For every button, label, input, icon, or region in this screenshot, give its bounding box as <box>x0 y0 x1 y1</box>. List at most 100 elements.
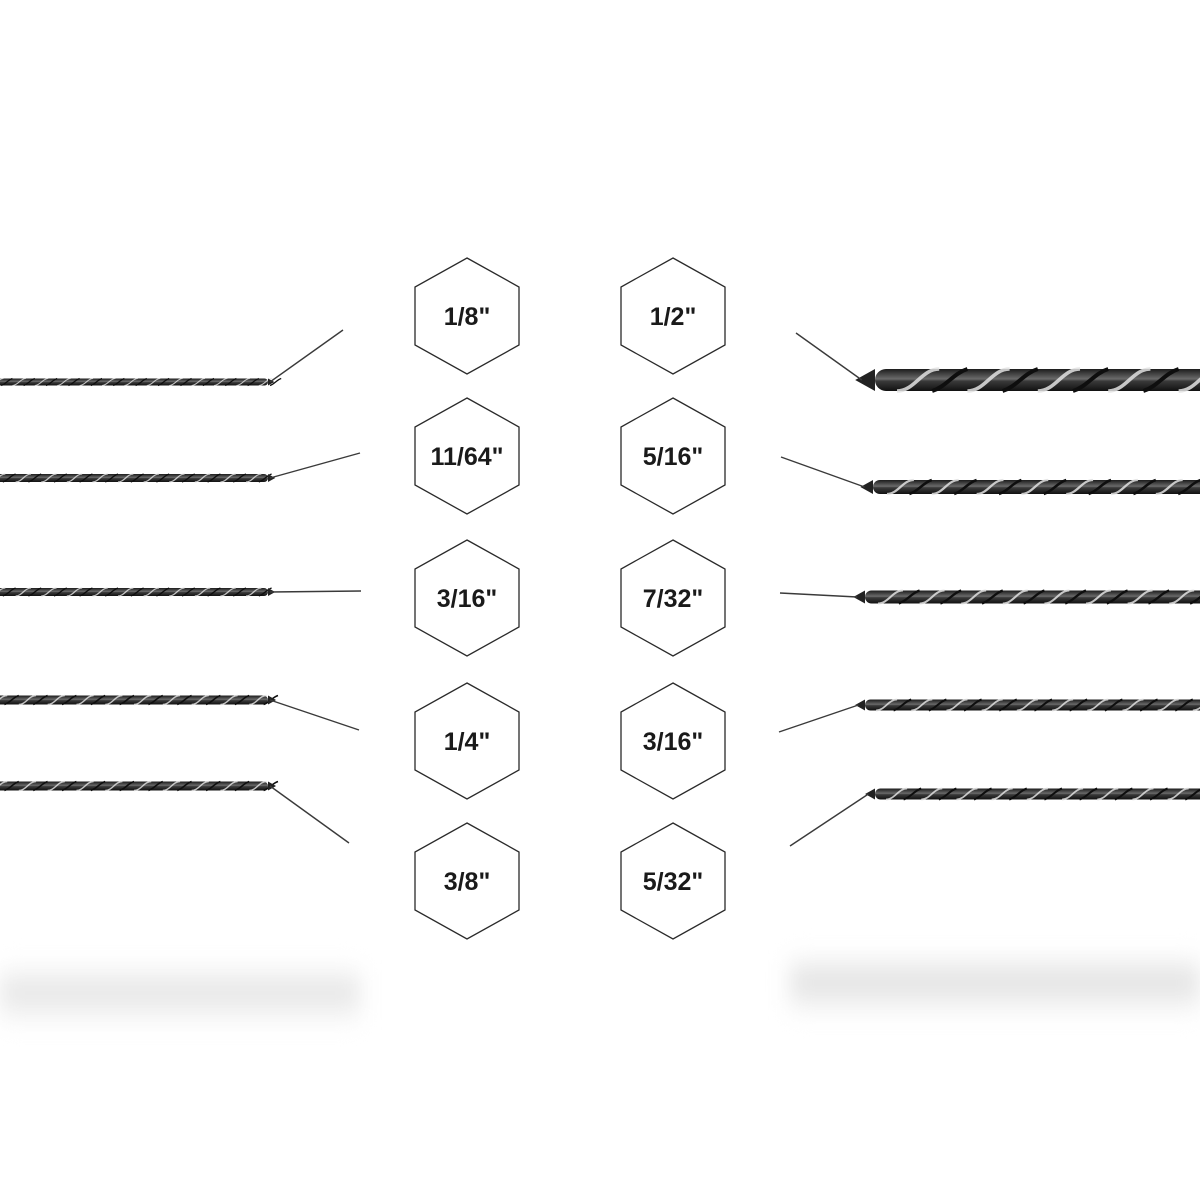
drill-flute-highlight <box>12 377 26 387</box>
drill-flute-shadow <box>156 587 170 597</box>
drill-flute-shadow <box>247 377 260 387</box>
drill-flute-shadow <box>205 780 221 792</box>
drill-flute-highlight <box>143 587 160 597</box>
drill-flute-shadow <box>4 780 20 792</box>
drill-flute-highlight <box>169 473 185 483</box>
drill-flute-highlight <box>66 587 83 597</box>
leader-line-right-1 <box>795 332 863 381</box>
drill-flute-highlight <box>220 780 238 792</box>
drill-flute-highlight <box>919 589 945 605</box>
drill-flute-shadow <box>234 694 250 706</box>
hexagon-outline <box>620 257 726 375</box>
drill-flute-highlight <box>105 780 123 792</box>
drill-flute-highlight <box>76 694 94 706</box>
drill-flute-shadow <box>1147 589 1170 605</box>
drill-flute-shadow <box>1001 367 1039 393</box>
drill-flute-shadow <box>953 478 978 496</box>
drill-bit-left-5 <box>0 780 279 792</box>
drill-flute-shadow <box>1177 478 1200 496</box>
size-hexagon-right-1: 1/2" <box>620 257 726 375</box>
drill-flute-highlight <box>1155 478 1183 496</box>
drill-flute-highlight <box>76 780 94 792</box>
leader-line-right-3 <box>779 592 858 598</box>
size-hexagon-right-4: 3/16" <box>620 682 726 800</box>
drill-flute-shadow <box>908 478 933 496</box>
drill-flute-shadow <box>1106 589 1129 605</box>
drill-flute-shadow <box>973 787 992 801</box>
drill-flute-highlight <box>877 589 904 605</box>
drill-flute-shadow <box>234 780 250 792</box>
drill-flute-shadow <box>28 473 42 483</box>
drill-flute-shadow <box>112 377 125 387</box>
drill-flute-highlight <box>57 377 71 387</box>
size-label: 7/32" <box>643 585 704 613</box>
drill-flute-highlight <box>1044 589 1070 605</box>
drill-flute-shadow <box>45 377 58 387</box>
drill-bit-right-5 <box>865 787 1200 801</box>
drill-flute-shadow <box>79 473 93 483</box>
drill-flute-shadow <box>258 473 272 483</box>
drill-flute-highlight <box>249 694 267 706</box>
size-hexagon-left-4: 1/4" <box>414 682 520 800</box>
drill-flute-highlight <box>1167 787 1189 801</box>
drill-flute-shadow <box>1069 698 1088 712</box>
drill-flute-shadow <box>90 694 106 706</box>
drill-flute-shadow <box>79 587 93 597</box>
drill-tip <box>855 369 875 391</box>
size-hexagon-left-3: 3/16" <box>414 539 520 657</box>
drill-flute-shadow <box>148 694 164 706</box>
drill-flute-shadow <box>2 473 16 483</box>
drill-flute-highlight <box>162 780 181 792</box>
drill-flute-highlight <box>133 780 152 792</box>
drill-flute-highlight <box>236 377 250 387</box>
size-label: 1/8" <box>444 303 491 331</box>
drill-flute-highlight <box>15 473 32 483</box>
drill-flute-shadow <box>1043 478 1067 496</box>
drill-bit-right-3 <box>853 589 1200 605</box>
drill-flute-highlight <box>1021 478 1049 496</box>
drill-flute-highlight <box>249 780 267 792</box>
drill-flute-highlight <box>41 473 57 483</box>
drill-flute-highlight <box>220 694 238 706</box>
drill-flute-highlight <box>162 694 181 706</box>
drill-flute-highlight <box>191 377 206 387</box>
drill-flute-shadow <box>1044 787 1063 801</box>
drill-flute-highlight <box>194 587 211 597</box>
drill-flute-shadow <box>1072 367 1109 393</box>
hexagon-outline <box>414 257 520 375</box>
drill-flute-shadow <box>104 473 119 483</box>
drill-tip <box>853 590 865 604</box>
drill-flute-highlight <box>0 780 8 786</box>
drill-flute-shadow <box>1139 698 1158 712</box>
drill-flute-shadow <box>181 587 196 597</box>
leader-line-right-2 <box>780 456 865 488</box>
drill-flute-shadow <box>157 377 170 387</box>
drill-flute-shadow <box>232 473 247 483</box>
drill-flute-highlight <box>1110 478 1139 496</box>
drill-flute-shadow <box>2 587 16 597</box>
drill-tip <box>865 788 875 800</box>
drill-flute-highlight <box>92 473 108 483</box>
drill-flute-shadow <box>1132 478 1157 496</box>
drill-flute-shadow <box>931 367 969 393</box>
drill-flute-shadow <box>232 587 247 597</box>
drill-flute-shadow <box>207 473 221 483</box>
drill-flute-highlight <box>191 694 209 706</box>
drill-flute-shadow <box>61 780 77 792</box>
drill-flute-shadow <box>180 377 192 387</box>
drill-flute-shadow <box>23 377 36 387</box>
size-hexagon-left-1: 1/8" <box>414 257 520 375</box>
drill-flute-shadow <box>963 698 982 712</box>
drill-flute-highlight <box>1192 706 1200 712</box>
drill-flute-shadow <box>181 473 196 483</box>
size-label: 5/16" <box>643 443 704 471</box>
drill-flute-highlight <box>956 787 978 801</box>
drill-flute-shadow <box>258 587 272 597</box>
drill-flute-highlight <box>967 367 1010 393</box>
size-label: 3/16" <box>643 728 704 756</box>
drill-flute-highlight <box>117 473 134 483</box>
drill-flute-highlight <box>169 377 183 387</box>
drill-flute-shadow <box>928 698 947 712</box>
drill-flute-shadow <box>1174 698 1194 712</box>
drill-flute-highlight <box>47 694 65 706</box>
